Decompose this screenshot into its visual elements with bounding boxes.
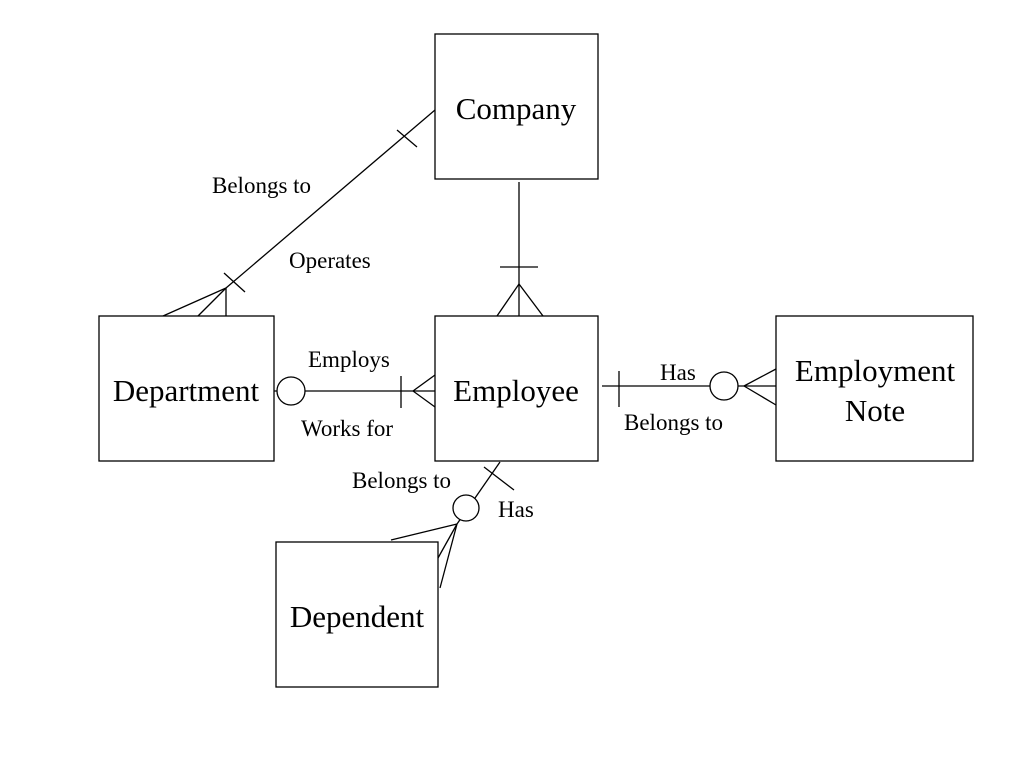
- rel-label-belongs-to-employee: Belongs to: [624, 410, 723, 435]
- entity-department[interactable]: Department: [98, 315, 275, 462]
- entity-employee[interactable]: Employee: [434, 315, 599, 462]
- rel-label-has-note: Has: [660, 360, 696, 385]
- entity-company-label: Company: [456, 91, 577, 126]
- rel-label-has-dependent: Has: [498, 497, 534, 522]
- rel-label-belongs-to-company: Belongs to: [212, 173, 311, 198]
- connector-company-employee: [496, 182, 544, 317]
- entity-employment-note-label-line1: Employment: [795, 353, 956, 388]
- entity-dependent[interactable]: Dependent: [275, 541, 439, 688]
- connector-department-employee: [274, 374, 436, 408]
- entity-employment-note[interactable]: Employment Note: [775, 315, 974, 462]
- entity-department-label: Department: [113, 373, 260, 408]
- connector-company-department: [162, 109, 436, 317]
- rel-label-belongs-to-dependent: Belongs to: [352, 468, 451, 493]
- connector-employee-note: [602, 368, 777, 407]
- entity-employment-note-label-line2: Note: [845, 393, 905, 428]
- entity-employee-label: Employee: [453, 373, 579, 408]
- rel-label-operates: Operates: [289, 248, 371, 273]
- entity-company[interactable]: Company: [434, 33, 599, 180]
- connector-employee-dependent: [390, 461, 515, 589]
- rel-label-works-for: Works for: [301, 416, 393, 441]
- entity-dependent-label: Dependent: [290, 599, 425, 634]
- rel-label-employs: Employs: [308, 347, 390, 372]
